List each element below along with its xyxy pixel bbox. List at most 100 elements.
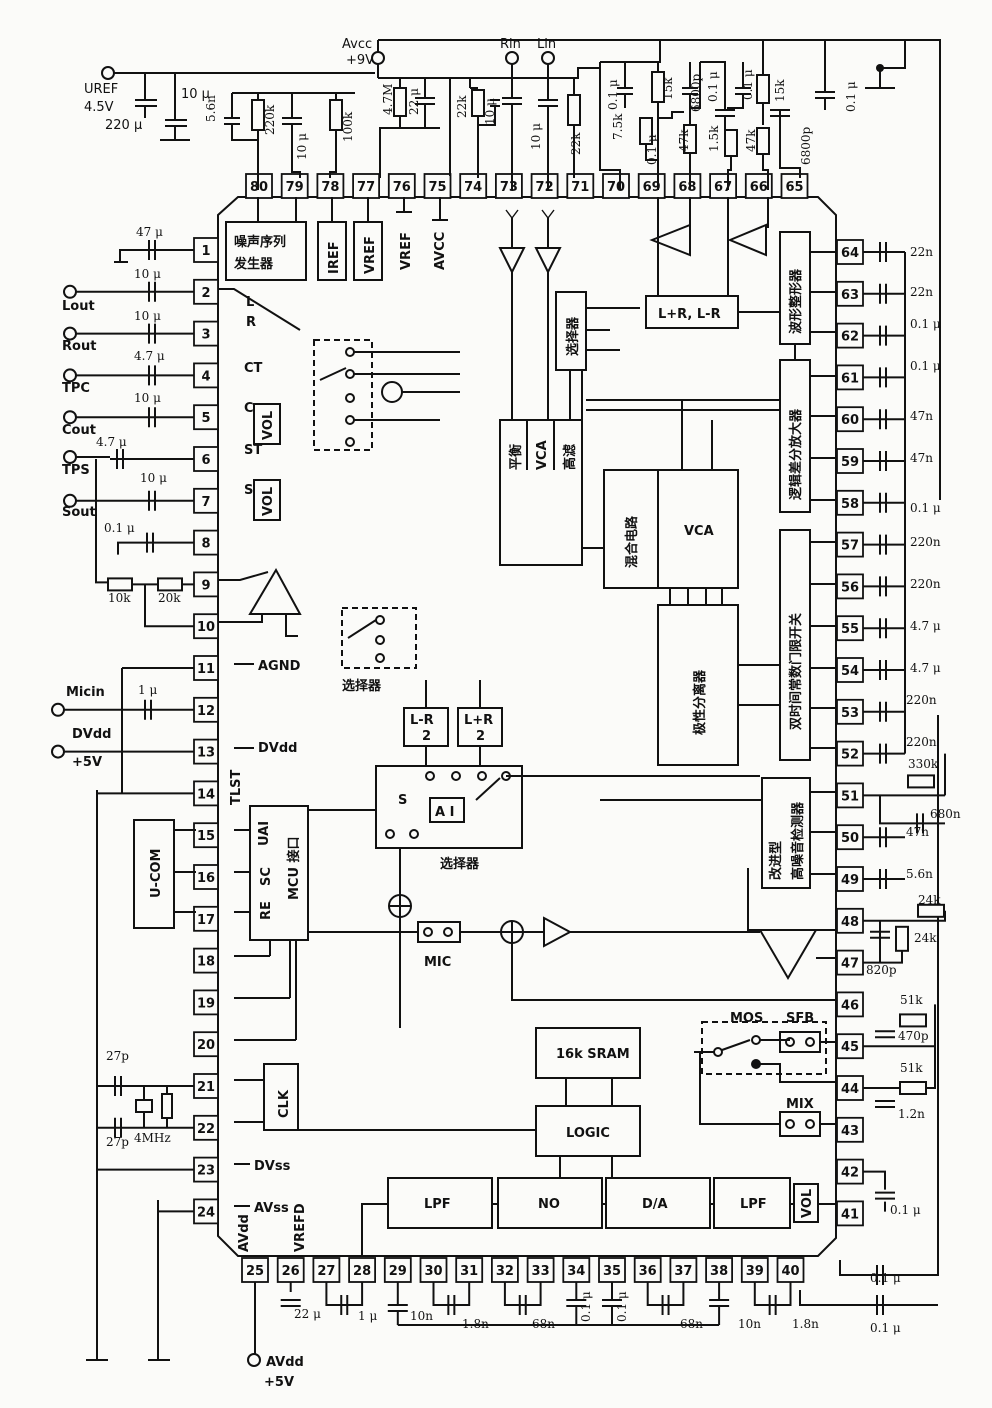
pin-number: 61 — [841, 371, 859, 386]
pin-number: 38 — [710, 1264, 728, 1279]
ic-pin-74: 74 — [459, 173, 488, 199]
svg-text:10 μ: 10 μ — [295, 133, 309, 160]
svg-text:VCA: VCA — [684, 524, 714, 539]
ic-pin-27: 27 — [312, 1257, 341, 1283]
svg-text:Sout: Sout — [62, 505, 96, 520]
svg-text:波形整形器: 波形整形器 — [788, 268, 804, 334]
svg-text:15k: 15k — [661, 77, 675, 100]
svg-text:0.1 μ: 0.1 μ — [910, 359, 941, 373]
pin-number: 26 — [282, 1264, 300, 1279]
pin-number: 30 — [424, 1264, 442, 1279]
noise-detector-block — [761, 777, 811, 889]
svg-text:L-R: L-R — [410, 713, 434, 728]
svg-text:DVdd: DVdd — [72, 727, 111, 742]
svg-text:Lout: Lout — [62, 299, 95, 314]
svg-text:改进型: 改进型 — [768, 841, 784, 880]
ic-pin-55: 55 — [836, 615, 864, 642]
ic-pin-71: 71 — [566, 173, 595, 199]
svg-text:逻辑差分放大器: 逻辑差分放大器 — [788, 408, 804, 500]
pin-number: 22 — [197, 1122, 215, 1137]
pin-number: 3 — [201, 328, 210, 343]
pin-number: 66 — [750, 180, 768, 195]
ic-pin-67: 67 — [709, 173, 737, 199]
pin-number: 6 — [201, 453, 210, 468]
ic-pin-10: 10 — [193, 613, 219, 640]
svg-text:4.7 μ: 4.7 μ — [96, 435, 127, 449]
svg-text:4.7 μ: 4.7 μ — [910, 661, 941, 675]
ic-pin-17: 17 — [193, 905, 219, 932]
dvdd-terminal — [51, 744, 65, 759]
svg-text:10 μ: 10 μ — [529, 123, 543, 150]
svg-text:4.7 μ: 4.7 μ — [134, 349, 165, 363]
pin-number: 71 — [571, 180, 589, 195]
pin-number: 60 — [841, 413, 859, 428]
ic-pin-47: 47 — [836, 949, 864, 976]
ic-pin-11: 11 — [193, 655, 219, 681]
svg-text:双时间常数门限开关: 双时间常数门限开关 — [788, 613, 804, 730]
svg-text:68n: 68n — [532, 1317, 555, 1331]
svg-text:51k: 51k — [900, 993, 923, 1007]
rout-terminal — [63, 326, 77, 341]
ic-pin-14: 14 — [193, 780, 219, 807]
left-external-components — [51, 240, 194, 1361]
svg-text:0.1 μ: 0.1 μ — [910, 501, 941, 515]
lin-terminal — [541, 51, 555, 65]
svg-text:20k: 20k — [158, 591, 181, 605]
svg-text:A I: A I — [435, 805, 454, 820]
ic-pin-37: 37 — [669, 1257, 698, 1283]
svg-text:220 μ: 220 μ — [105, 118, 142, 133]
ic-pin-49: 49 — [836, 866, 864, 892]
pin-number: 77 — [357, 180, 375, 195]
svg-text:22 μ: 22 μ — [407, 88, 421, 115]
svg-text:SFB: SFB — [786, 1011, 814, 1026]
pin-number: 76 — [393, 180, 411, 195]
pin-number: 40 — [781, 1264, 799, 1279]
pin-number: 37 — [674, 1264, 692, 1279]
svg-text:Rout: Rout — [62, 339, 96, 354]
svg-text:0.1 μ: 0.1 μ — [706, 71, 720, 102]
ic-pin-32: 32 — [490, 1257, 519, 1283]
ic-pin-45: 45 — [836, 1033, 864, 1060]
pin-number: 15 — [197, 829, 215, 844]
top-selector-block — [555, 291, 587, 371]
svg-text:68n: 68n — [680, 1317, 703, 1331]
svg-text:VCA: VCA — [535, 440, 550, 470]
svg-text:极性分离器: 极性分离器 — [692, 669, 708, 735]
right-external-components — [863, 242, 946, 1315]
ic-pin-64: 64 — [836, 239, 864, 265]
mixer-block — [603, 469, 659, 589]
svg-text:TLST: TLST — [229, 769, 244, 805]
svg-text:NO: NO — [538, 1197, 560, 1212]
svg-text:Avcc: Avcc — [342, 37, 372, 52]
pin-number: 78 — [321, 180, 339, 195]
ic-pin-56: 56 — [836, 573, 864, 600]
ic-pin-58: 58 — [836, 489, 864, 516]
ic-pin-21: 21 — [193, 1073, 219, 1099]
svg-text:47n: 47n — [906, 825, 929, 839]
ic-pin-15: 15 — [193, 822, 219, 849]
svg-text:S: S — [398, 793, 407, 808]
tps-terminal — [63, 450, 77, 464]
ic-pin-69: 69 — [637, 173, 666, 199]
pin-number: 58 — [841, 497, 859, 512]
pin-number: 16 — [197, 871, 215, 886]
svg-text:AVdd: AVdd — [266, 1355, 304, 1370]
svg-text:0.1 μ: 0.1 μ — [615, 1291, 629, 1322]
ic-pin-63: 63 — [836, 280, 864, 307]
svg-text:AGND: AGND — [258, 659, 301, 674]
ic-pin-70: 70 — [602, 173, 630, 199]
buffer-l — [534, 247, 562, 275]
ic-pin-44: 44 — [836, 1075, 864, 1101]
pin-number: 75 — [428, 180, 446, 195]
pin-number: 10 — [197, 620, 215, 635]
svg-text:TPC: TPC — [62, 381, 90, 396]
ic-pin-52: 52 — [836, 740, 864, 767]
pin-number: 1 — [201, 244, 210, 259]
svg-text:0.1 μ: 0.1 μ — [890, 1203, 921, 1217]
ic-pin-24: 24 — [193, 1198, 219, 1225]
pin-number: 79 — [286, 180, 304, 195]
pin-number: 44 — [841, 1082, 859, 1097]
ic-pin-35: 35 — [598, 1257, 626, 1283]
pin-number: 56 — [841, 580, 859, 595]
